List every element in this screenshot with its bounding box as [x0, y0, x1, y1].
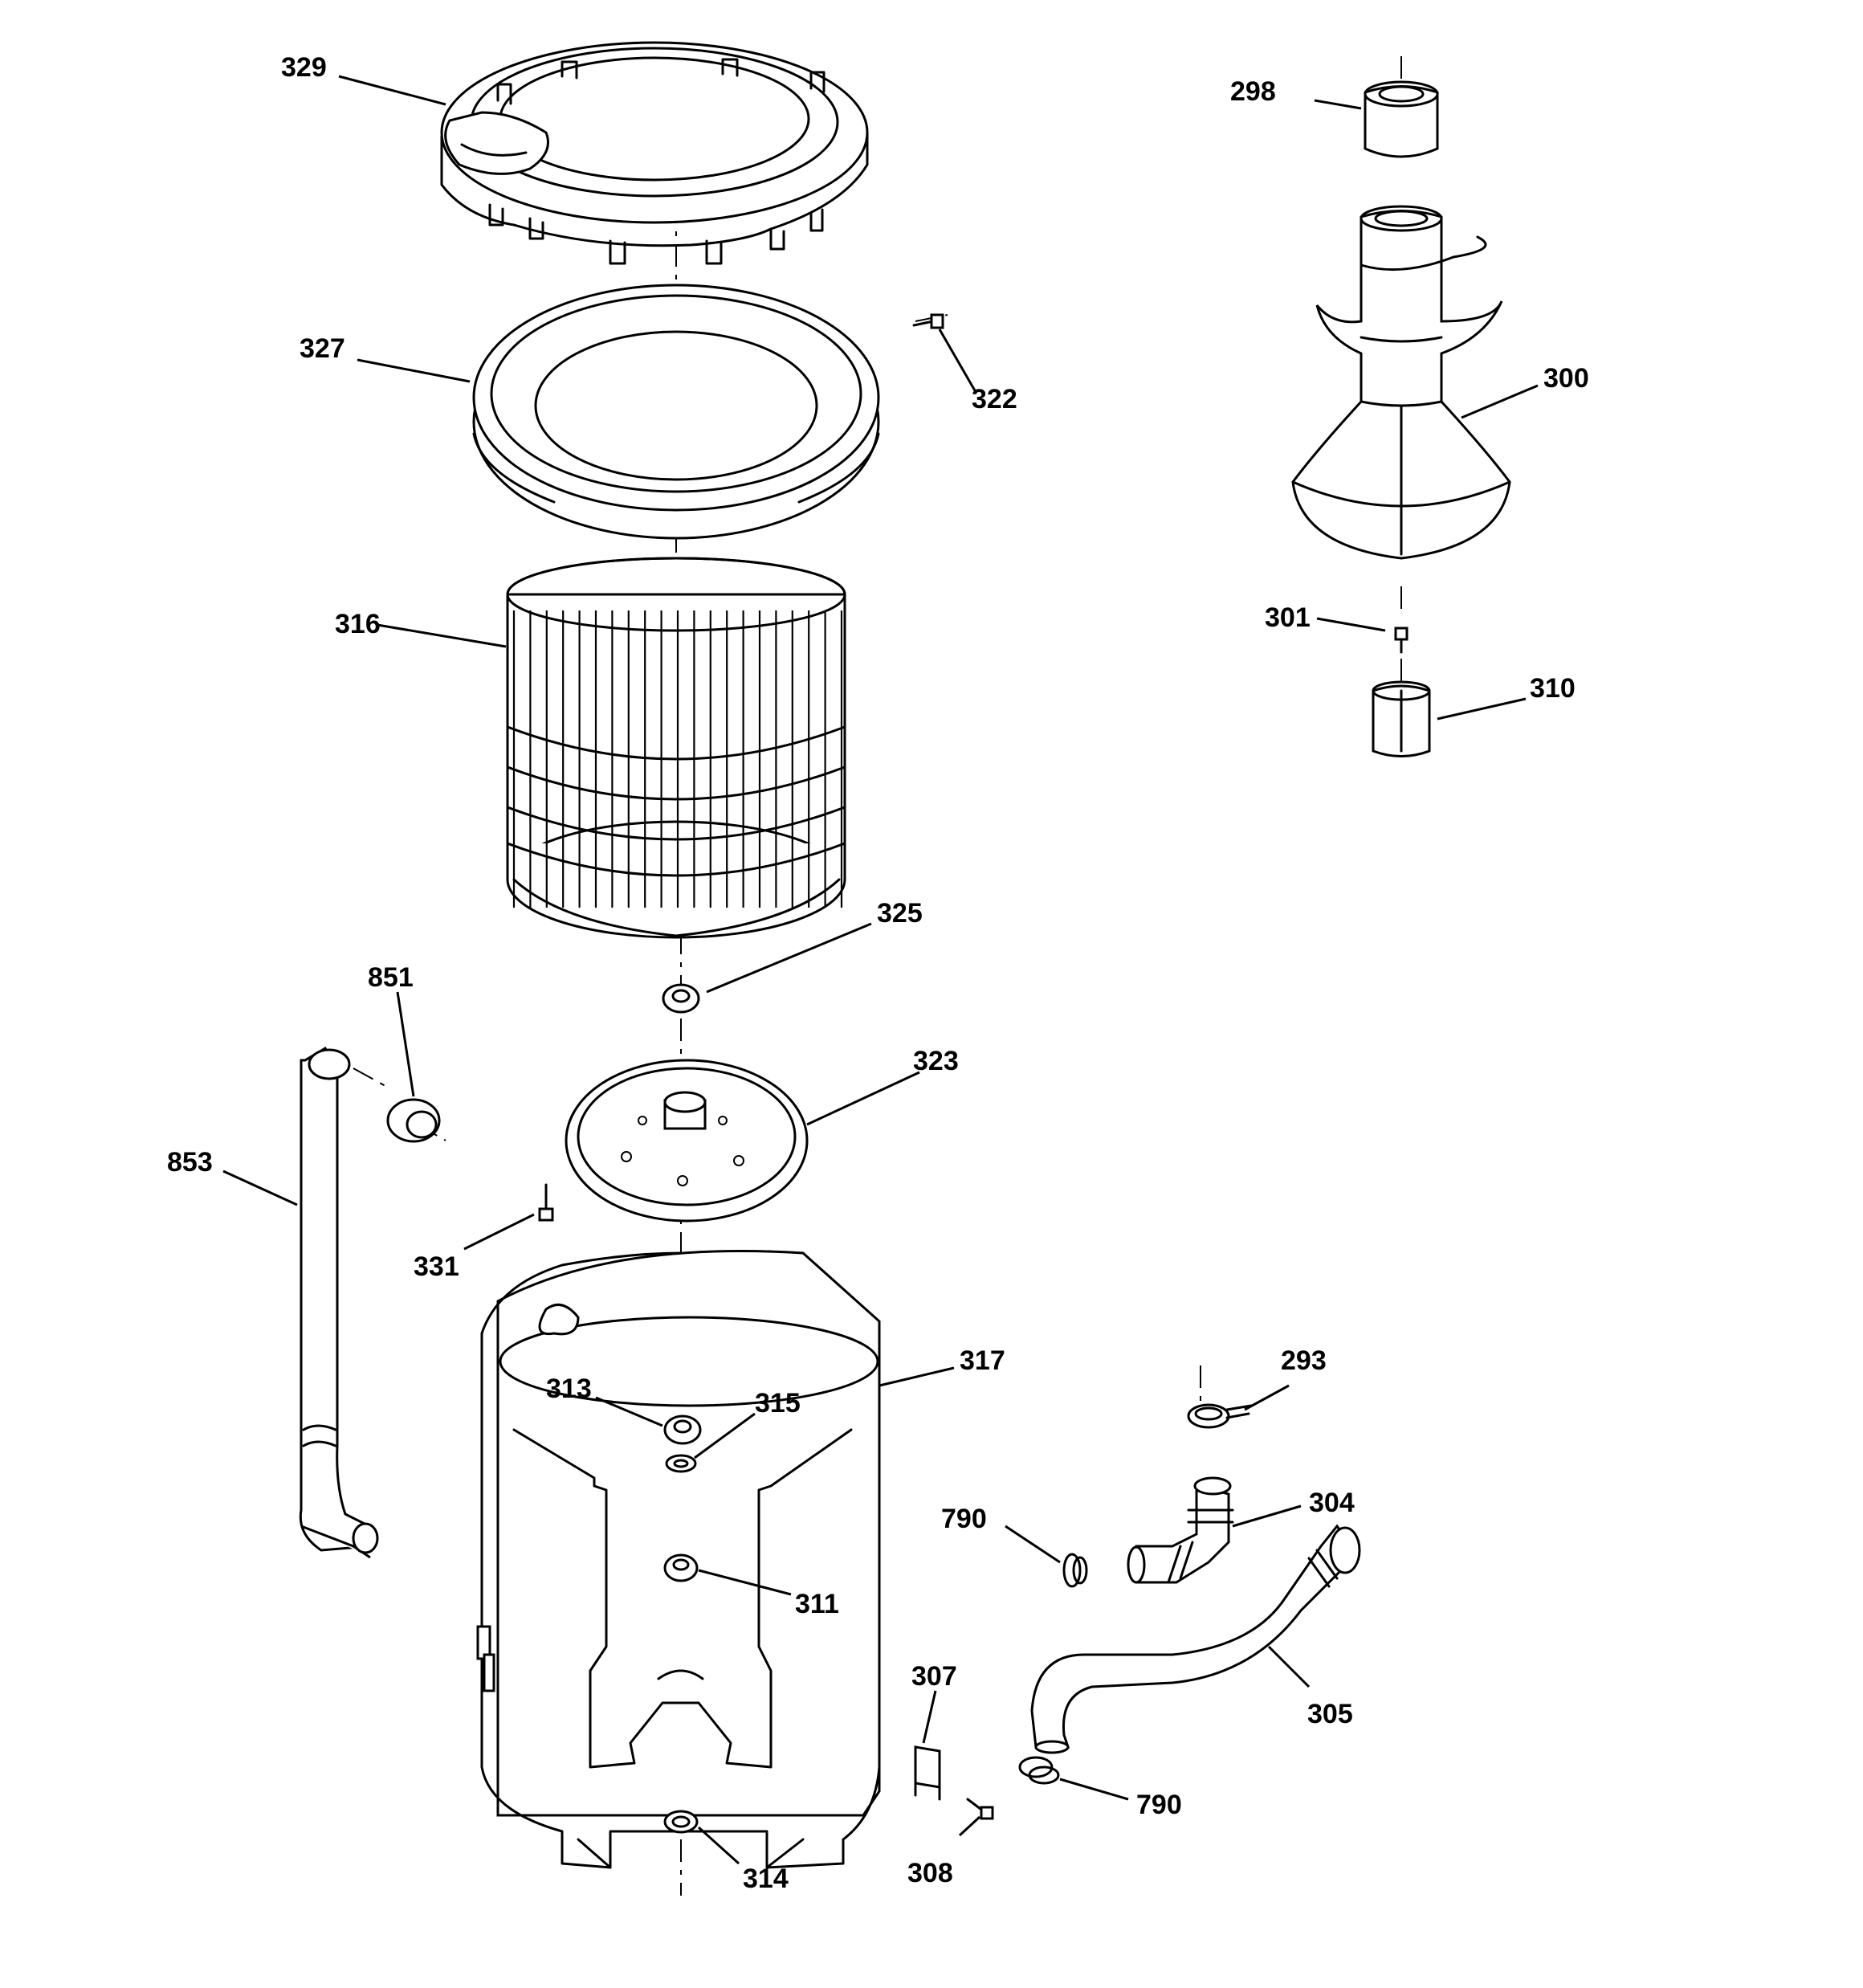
callout-308: 308 — [907, 1858, 953, 1888]
callout-851: 851 — [368, 962, 414, 993]
seal-314 — [663, 1810, 699, 1834]
agitator-300 — [1291, 205, 1511, 560]
screw-322 — [912, 313, 944, 329]
callout-311: 311 — [795, 1589, 839, 1619]
bracket-307 — [914, 1745, 941, 1801]
washer-315 — [665, 1454, 697, 1473]
balance-ring-327 — [472, 284, 880, 540]
screw-308 — [966, 1798, 994, 1820]
bearing-313 — [663, 1414, 702, 1445]
outer-tub-317 — [476, 1250, 881, 1869]
screw-331 — [538, 1183, 554, 1222]
callout-329: 329 — [281, 52, 327, 83]
screw-301 — [1394, 627, 1408, 654]
callout-301: 301 — [1265, 602, 1311, 633]
callout-323: 323 — [913, 1046, 959, 1076]
callout-316: 316 — [335, 609, 381, 639]
callout-313: 313 — [546, 1374, 592, 1404]
hose-clamp-790-lower — [1018, 1756, 1060, 1785]
hub-plate-323 — [565, 1059, 809, 1223]
hub-nut-325 — [662, 983, 700, 1014]
callout-317: 317 — [960, 1345, 1005, 1376]
leader-lines — [222, 75, 1539, 1865]
callout-322: 322 — [972, 384, 1017, 414]
callout-331: 331 — [414, 1251, 459, 1282]
seal-851 — [386, 1098, 441, 1143]
hose-clamp-293 — [1187, 1403, 1253, 1429]
drain-hose-305 — [1030, 1524, 1361, 1754]
tub-cover-329 — [440, 41, 869, 265]
tube-853 — [299, 1046, 379, 1558]
coupling-310 — [1372, 680, 1431, 757]
callout-307: 307 — [911, 1661, 957, 1692]
nut-311 — [663, 1553, 699, 1582]
callout-315: 315 — [755, 1388, 801, 1419]
callout-325: 325 — [877, 898, 923, 929]
hose-clamp-790-upper — [1062, 1553, 1088, 1588]
callout-304: 304 — [1309, 1488, 1355, 1518]
basket-grid — [512, 610, 843, 908]
agitator-cap-298 — [1364, 80, 1439, 158]
spin-basket-316 — [506, 557, 846, 939]
callout-293: 293 — [1281, 1345, 1327, 1376]
callout-790-upper: 790 — [941, 1504, 987, 1534]
hose-304 — [1127, 1476, 1234, 1584]
callout-300: 300 — [1543, 363, 1589, 394]
callout-310: 310 — [1530, 673, 1576, 704]
callout-305: 305 — [1307, 1699, 1353, 1729]
callout-314: 314 — [743, 1863, 789, 1894]
callout-327: 327 — [300, 333, 345, 364]
callout-labels: 329 327 322 316 325 323 851 853 331 317 … — [167, 52, 1589, 1894]
callout-298: 298 — [1230, 76, 1276, 107]
callout-790-lower: 790 — [1136, 1790, 1182, 1820]
callout-853: 853 — [167, 1147, 213, 1178]
